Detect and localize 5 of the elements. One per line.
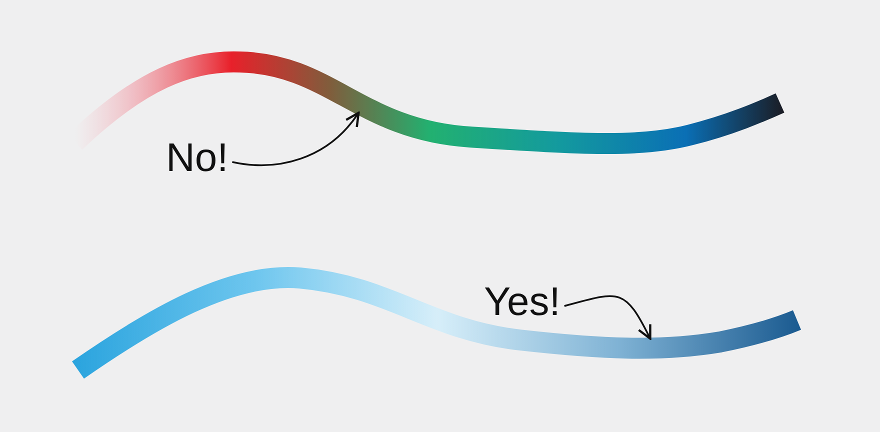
label-text: No! [166,138,228,178]
label-text: Yes! [484,282,560,322]
leader-arrow [564,295,652,340]
leader-arrow [232,112,360,166]
gradient-band [72,267,801,379]
